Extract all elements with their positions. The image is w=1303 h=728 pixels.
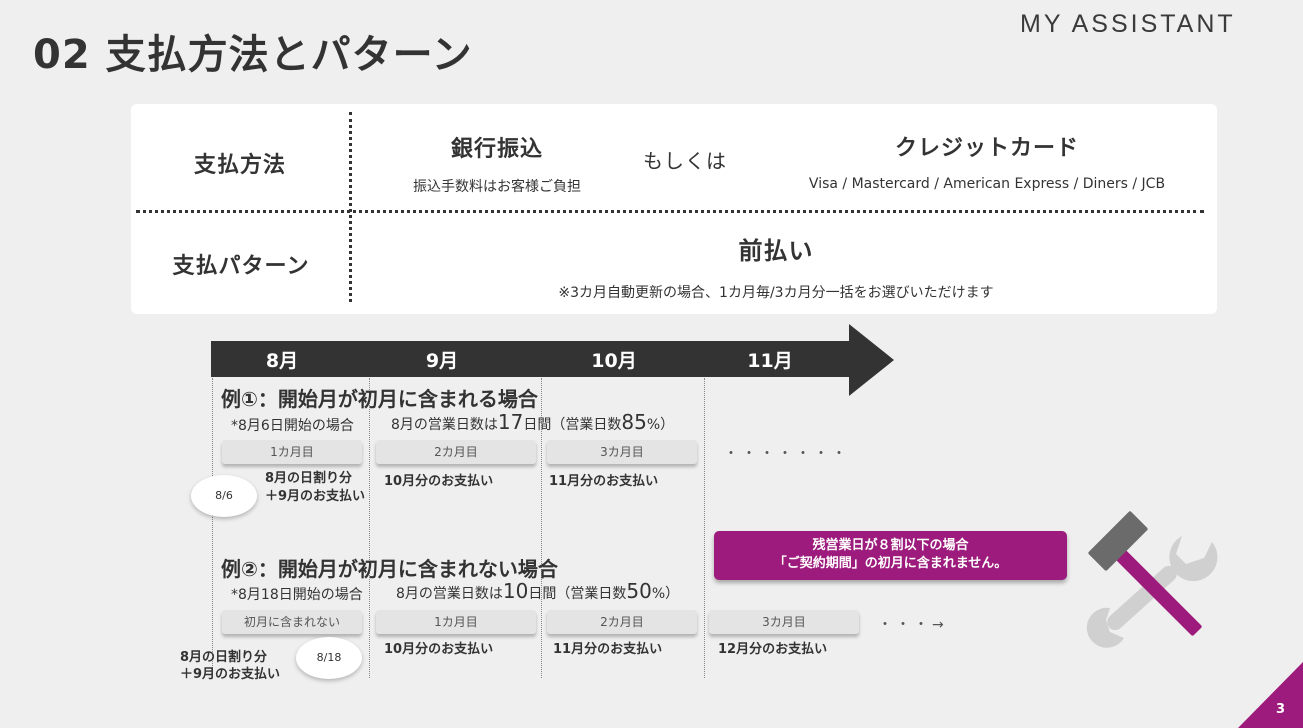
payment-text: ＋9月のお支払い (180, 667, 281, 682)
hammer-wrench-icon (1086, 511, 1218, 648)
month-pill: 1カ月目 (376, 610, 536, 634)
continuation-arrow: ・・・→ (878, 617, 948, 633)
timeline-divider (704, 378, 705, 678)
start-date-bubble: 8/6 (191, 475, 257, 517)
payment-text: 10月分のお支払い (384, 474, 494, 489)
payment-text: 11月分のお支払い (549, 474, 659, 489)
month-pill: 3カ月目 (709, 610, 859, 634)
bank-transfer-label: 銀行振込 (450, 137, 544, 162)
bank-transfer-note: 振込手数料はお客様ご負担 (413, 179, 581, 195)
pattern-row-label: 支払パターン (172, 254, 310, 279)
hammer-icon (1088, 511, 1202, 636)
method-row-label: 支払方法 (193, 153, 287, 178)
timeline-divider (541, 378, 542, 678)
payment-text: 12月分のお支払い (718, 642, 828, 657)
brand-logo: MY ASSISTANT (1020, 10, 1236, 38)
month-pill: 3カ月目 (547, 440, 697, 464)
table-vertical-divider (349, 112, 352, 302)
month-label: 10月 (591, 350, 637, 372)
page-number: 3 (1276, 702, 1286, 717)
start-date-bubble: 8/18 (296, 637, 362, 679)
wrench-icon (1086, 536, 1218, 648)
page-number-corner (1238, 662, 1303, 728)
prepayment-label: 前払い (738, 237, 814, 265)
month-pill: 2カ月目 (376, 440, 536, 464)
credit-card-label: クレジットカード (894, 136, 1080, 161)
payment-text: 11月分のお支払い (553, 642, 663, 657)
timeline-arrow (211, 341, 851, 377)
month-label: 9月 (425, 350, 459, 372)
example1-bizdays: 8月の営業日数は17日間（営業日数85%） (391, 410, 675, 434)
example1-title: 例①：開始月が初月に含まれる場合 (221, 387, 538, 411)
month-label: 11月 (747, 350, 793, 372)
payment-info-table (131, 104, 1217, 314)
prepayment-note: ※3カ月自動更新の場合、1カ月毎/3カ月分一括をお選びいただけます (558, 285, 994, 301)
payment-text: ＋9月のお支払い (265, 489, 366, 504)
example1-start-note: *8月6日開始の場合 (231, 418, 354, 434)
example2-start-note: *8月18日開始の場合 (231, 587, 363, 603)
example2-bizdays: 8月の営業日数は10日間（営業日数50%） (396, 579, 680, 603)
page-title: 02 支払方法とパターン (33, 32, 473, 78)
month-pill: 2カ月目 (547, 610, 697, 634)
timeline-divider (212, 378, 213, 678)
callout-line: 「ご契約期間」の初月に含まれません。 (773, 556, 1008, 571)
month-pill: 1カ月目 (222, 440, 362, 464)
credit-card-brands: Visa / Mastercard / American Express / D… (808, 176, 1166, 192)
table-horizontal-divider (136, 210, 1204, 213)
month-label: 8月 (265, 350, 299, 372)
payment-text: 8月の日割り分 (180, 650, 268, 665)
condition-callout: 残営業日が８割以下の場合 「ご契約期間」の初月に含まれません。 (714, 531, 1067, 580)
timeline-arrow-head (849, 324, 894, 396)
callout-line: 残営業日が８割以下の場合 (812, 538, 969, 553)
month-pill: 初月に含まれない (222, 610, 362, 634)
continuation-dots: ・・・・・・・ (724, 446, 850, 462)
or-text: もしくは (643, 149, 727, 173)
payment-text: 10月分のお支払い (384, 642, 494, 657)
payment-text: 8月の日割り分 (265, 471, 353, 486)
example2-title: 例②：開始月が初月に含まれない場合 (221, 557, 558, 581)
timeline-divider (369, 378, 370, 678)
